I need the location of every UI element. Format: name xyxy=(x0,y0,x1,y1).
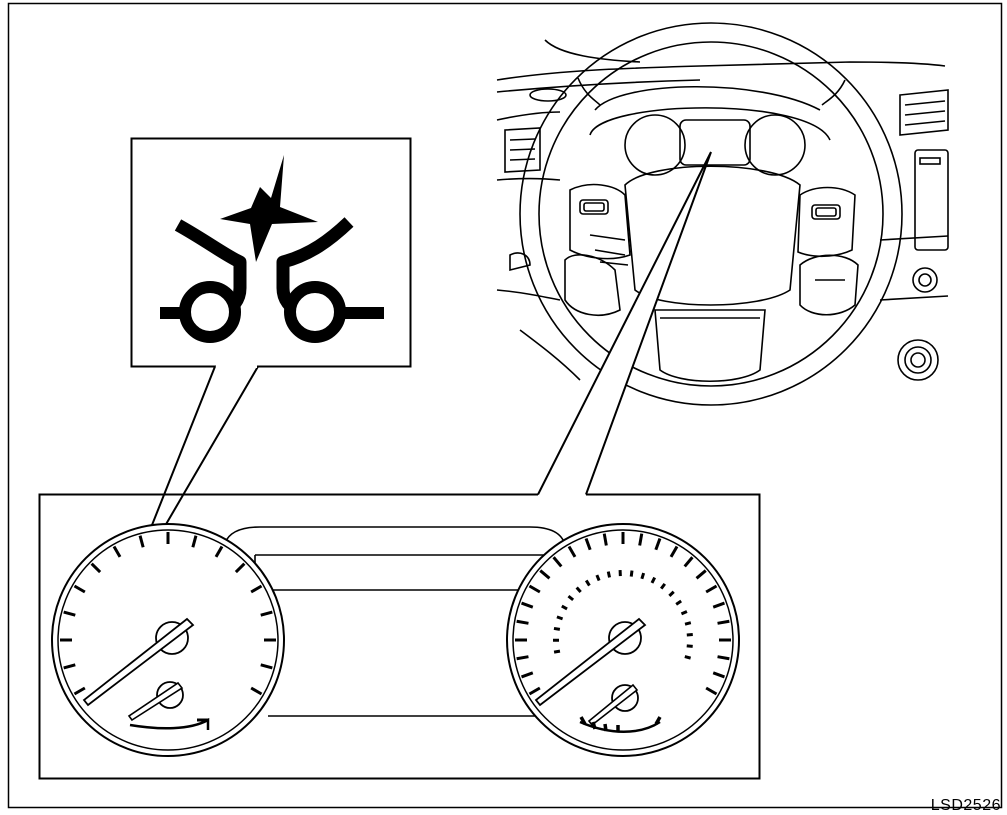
left-gauge-tick xyxy=(112,545,122,558)
instrument-cluster xyxy=(38,493,761,780)
right-gauge-tick xyxy=(567,545,577,558)
right-gauge-tick xyxy=(552,556,563,568)
collision-star-icon xyxy=(220,155,318,262)
right-gauge-inner-tick xyxy=(629,570,634,577)
left-gauge-tick xyxy=(260,610,273,617)
right-gauge-inner-tick xyxy=(575,586,582,594)
dashboard-view xyxy=(496,22,949,406)
right-gauge-inner-tick xyxy=(567,594,575,602)
left-gauge-tick xyxy=(250,584,263,594)
right-gauge-inner-tick xyxy=(640,572,646,580)
right-gauge-inner-tick xyxy=(606,571,612,578)
right-gauge-tick xyxy=(539,569,551,580)
right-gauge-tick xyxy=(521,671,534,679)
wheel-left-icon xyxy=(179,281,241,343)
right-gauge-tick xyxy=(683,556,694,568)
right-gauge-inner-tick xyxy=(680,610,688,616)
right-gauge-tick xyxy=(528,686,541,696)
left-gauge-tick xyxy=(63,610,76,617)
right-gauge-tick xyxy=(712,601,725,609)
left-gauge-tick xyxy=(234,562,246,574)
right-gauge xyxy=(506,523,740,757)
left-gauge-tick xyxy=(90,562,102,574)
warning-icon xyxy=(160,155,384,343)
right-gauge-tick xyxy=(602,533,608,546)
left-gauge-tick xyxy=(73,686,86,696)
right-gauge-inner-tick xyxy=(675,599,682,606)
cluster-frame xyxy=(38,493,761,780)
right-gauge-tick xyxy=(584,538,592,551)
right-gauge-inner-tick xyxy=(595,574,601,582)
left-gauge-tick xyxy=(214,545,224,558)
right-gauge-tick xyxy=(638,533,644,546)
right-gauge-inner-tick xyxy=(684,621,692,626)
right-gauge-tick xyxy=(712,671,725,679)
right-gauge-tick xyxy=(695,569,707,580)
right-gauge-inner-tick xyxy=(556,615,564,621)
right-gauge-tick xyxy=(669,545,679,558)
right-gauge-inner-tick xyxy=(668,590,675,597)
right-gauge-tick xyxy=(654,538,662,551)
left-gauge xyxy=(51,523,285,757)
left-gauge-tick xyxy=(73,584,86,594)
icon-callout-box xyxy=(130,137,412,368)
left-gauge-tick xyxy=(260,663,273,670)
right-gauge-tick xyxy=(528,584,541,594)
left-gauge-tick xyxy=(138,535,145,548)
right-gauge-inner-tick xyxy=(553,626,561,631)
right-gauge-tick xyxy=(516,655,529,661)
right-gauge-inner-tick xyxy=(561,604,568,611)
right-gauge-tick xyxy=(717,619,730,625)
right-gauge-inner-tick xyxy=(684,655,692,660)
right-gauge-tick xyxy=(516,619,529,625)
left-gauge-tick xyxy=(63,663,76,670)
right-gauge-inner-tick xyxy=(660,582,667,590)
right-gauge-inner-tick xyxy=(584,579,591,587)
figure-id-label: LSD2526 xyxy=(930,797,1001,814)
meter-callout-pointer xyxy=(537,151,712,495)
wheel-right-icon xyxy=(284,281,346,343)
right-gauge-tick xyxy=(521,601,534,609)
left-gauge-tick xyxy=(250,686,263,696)
right-gauge-tick xyxy=(717,655,730,661)
left-gauge-tick xyxy=(191,535,198,548)
right-gauge-tick xyxy=(705,584,718,594)
right-gauge-inner-tick xyxy=(650,576,657,584)
right-gauge-tick xyxy=(705,686,718,696)
right-gauge-inner-tick xyxy=(553,649,561,654)
right-gauge-inner-tick xyxy=(686,644,693,648)
